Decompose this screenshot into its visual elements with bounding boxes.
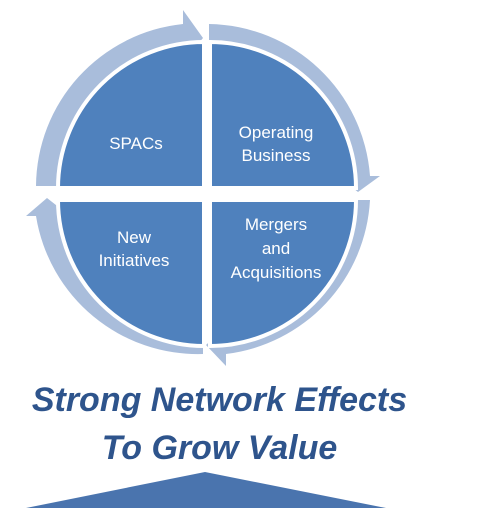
label-new: New xyxy=(117,228,152,247)
quadrants xyxy=(55,39,359,349)
label-mergers: Mergers xyxy=(245,215,307,234)
label-and: and xyxy=(262,239,290,258)
quadrant-mergers-acquisitions xyxy=(208,198,359,349)
quadrant-labels: SPACs Operating Business Mergers and Acq… xyxy=(99,123,322,282)
ring-arrow-right xyxy=(209,24,380,192)
cycle-diagram: SPACs Operating Business Mergers and Acq… xyxy=(26,10,380,366)
quadrant-operating-business xyxy=(208,39,359,190)
up-arrow-tip xyxy=(26,472,386,508)
quadrant-spacs xyxy=(55,39,206,190)
label-initiatives: Initiatives xyxy=(99,251,170,270)
tagline-line-2: To Grow Value xyxy=(101,429,338,467)
tagline-line-1: Strong Network Effects xyxy=(31,381,408,419)
label-spacs: SPACs xyxy=(109,134,163,153)
quadrant-new-initiatives xyxy=(55,198,206,349)
label-acquisitions: Acquisitions xyxy=(231,263,322,282)
label-operating: Operating xyxy=(239,123,314,142)
ring-arrow-top xyxy=(36,10,203,186)
label-business: Business xyxy=(242,146,311,165)
